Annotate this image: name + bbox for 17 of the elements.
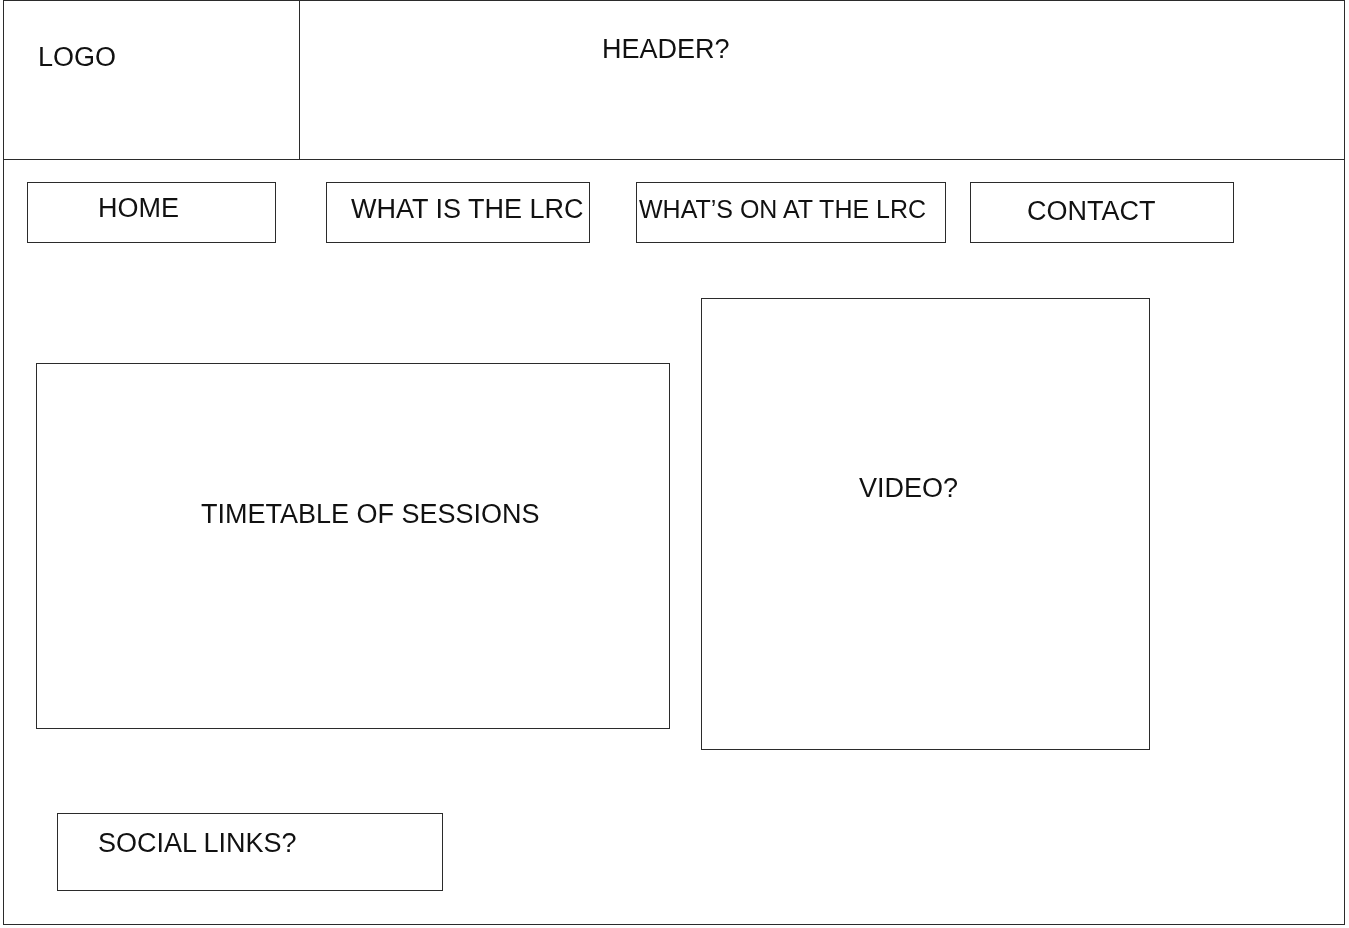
- corner-panel-label: LOGO: [38, 41, 117, 74]
- nav-button: [969, 181, 1234, 243]
- timetable-label: TIMETABLE OF SESSIONS: [201, 498, 540, 531]
- nav-label: HOME: [98, 192, 179, 225]
- nav-label: WHAT IS THE LRC: [351, 193, 584, 226]
- nav-label: WHAT’S ON AT THE LRC: [639, 194, 927, 225]
- nav-label: CONTACT: [1027, 195, 1156, 228]
- page-frame: [3, 0, 1345, 925]
- header-label: HEADER?: [602, 33, 730, 66]
- social-links-panel: [56, 812, 443, 891]
- social-links-label: SOCIAL LINKS?: [98, 827, 297, 860]
- video-label: VIDEO?: [859, 472, 959, 505]
- nav-button: [325, 181, 590, 243]
- video-panel: [700, 297, 1150, 750]
- nav-button: [635, 181, 946, 243]
- nav-button: [26, 181, 276, 243]
- timetable-panel: [35, 362, 670, 729]
